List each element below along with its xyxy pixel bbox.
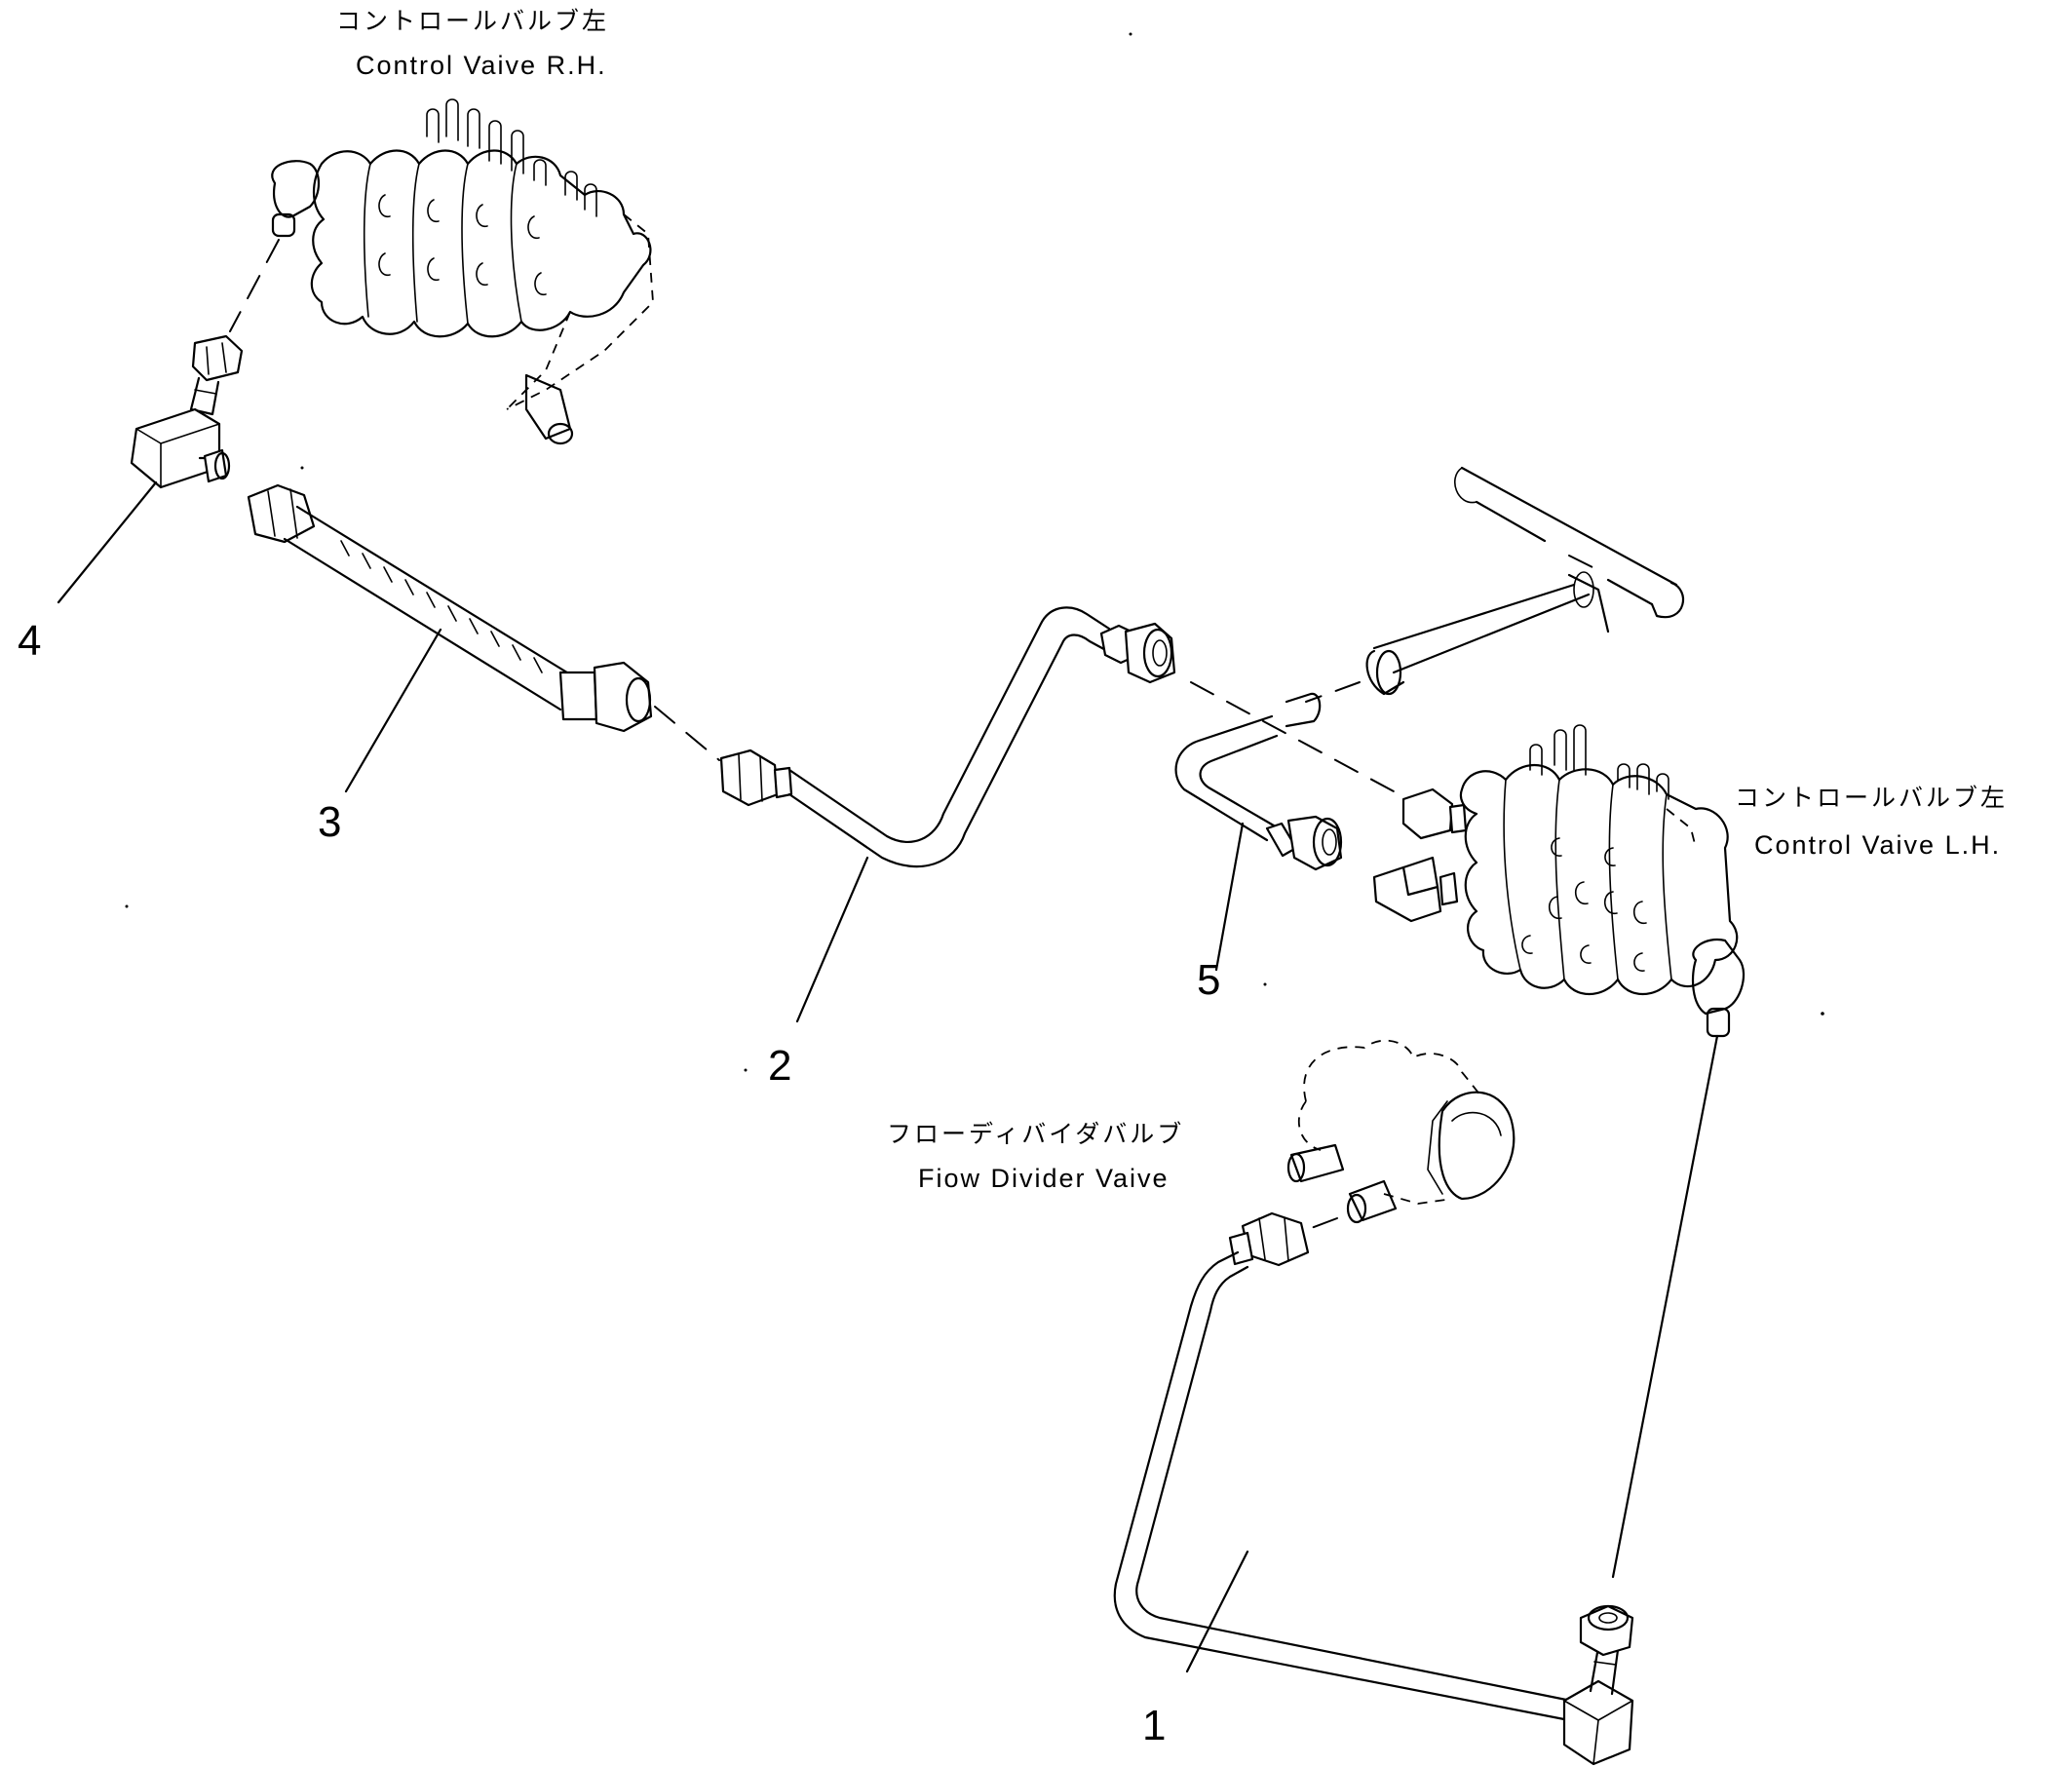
control-valve-rh <box>271 98 654 445</box>
callout-3: 3 <box>318 798 341 846</box>
part-1-pipe <box>1113 1211 1634 1766</box>
callout-4: 4 <box>18 617 41 665</box>
label-control-valve-lh-jp: コントロールバルブ左 <box>1735 784 2008 812</box>
label-flow-divider-en: Fiow Divider Vaive <box>918 1164 1170 1193</box>
flow-divider-valve <box>1286 1039 1516 1224</box>
tee-pipe <box>1285 466 1685 728</box>
part-5-pipe <box>1174 714 1343 871</box>
part-4-elbow-fitting <box>130 334 244 489</box>
callout-1: 1 <box>1142 1702 1166 1749</box>
label-control-valve-lh-en: Control Vaive L.H. <box>1754 830 2001 860</box>
label-flow-divider-jp: フローディバイダバルブ <box>887 1120 1184 1148</box>
label-control-valve-rh-en: Control Vaive R.H. <box>356 51 607 80</box>
part-3-hose <box>247 483 653 733</box>
connection-line-lh-1 <box>1611 1034 1719 1579</box>
connection-line-2-lh <box>1190 681 1395 792</box>
leader-lines <box>57 480 1249 1673</box>
connection-line-3-2 <box>654 706 720 761</box>
connection-line-4-rh <box>229 239 280 332</box>
control-valve-lh <box>1372 724 1745 1038</box>
connection-line-fdv-1 <box>1305 1217 1338 1231</box>
callout-2: 2 <box>768 1042 791 1090</box>
part-2-pipe <box>719 606 1176 868</box>
callout-5: 5 <box>1197 956 1220 1004</box>
label-control-valve-rh-jp: コントロールバルブ左 <box>336 7 609 35</box>
